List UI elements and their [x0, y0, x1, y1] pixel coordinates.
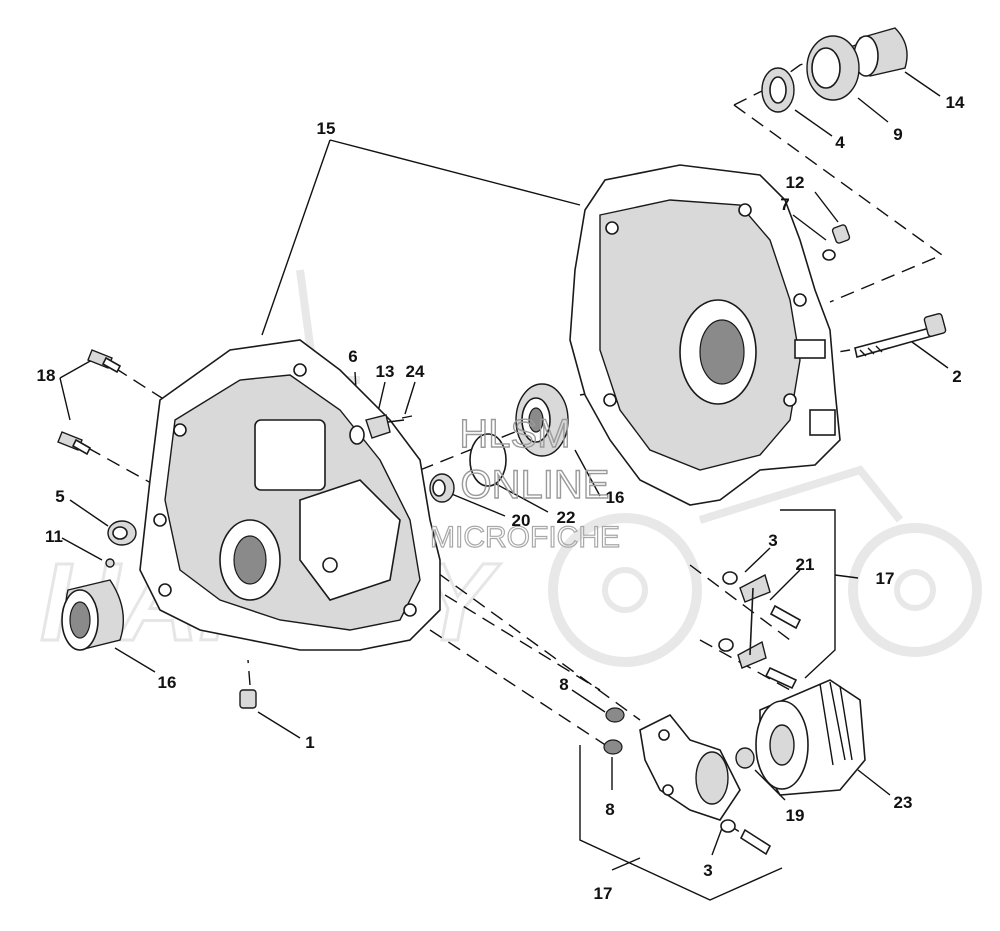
- callout-20: 20: [512, 511, 531, 530]
- callout-7: 7: [780, 195, 789, 214]
- callout-16-main-bearing: 16: [606, 488, 625, 507]
- callout-8-top: 8: [559, 675, 568, 694]
- callout-18: 18: [37, 366, 56, 385]
- part-16-roller-bearing: [61, 579, 125, 651]
- callout-17-top: 17: [876, 569, 895, 588]
- callout-19: 19: [786, 806, 805, 825]
- callout-8-bottom: 8: [605, 800, 614, 819]
- callout-3-top: 3: [768, 531, 777, 550]
- part-9-seal: [806, 35, 860, 101]
- part-2-bolt: [854, 312, 947, 358]
- part-20-spacer: [429, 473, 455, 503]
- part-5-seal: [107, 520, 137, 546]
- callout-1: 1: [305, 733, 314, 752]
- watermark-line2: ONLINE: [461, 463, 610, 507]
- part-14-bushing: [853, 27, 908, 77]
- callout-4: 4: [835, 133, 845, 152]
- callout-9: 9: [893, 125, 902, 144]
- hlsm-watermark: HLSM ONLINE MICROFICHE: [429, 411, 620, 554]
- callout-23: 23: [894, 793, 913, 812]
- watermark-line3: MICROFICHE: [430, 521, 620, 554]
- part-1-plug: [239, 689, 257, 709]
- callout-12: 12: [786, 173, 805, 192]
- part-12-dowel: [831, 224, 851, 244]
- callout-16-roller-bearing: 16: [158, 673, 177, 692]
- part-4-washer: [761, 67, 795, 113]
- part-19-nipple: [735, 747, 755, 769]
- part-21-brackets: [737, 573, 802, 690]
- part-18-studs: [57, 349, 122, 456]
- part-16-main-bearing: [515, 383, 569, 457]
- part-8-orings: [603, 707, 625, 755]
- callout-5: 5: [55, 487, 64, 506]
- callout-11: 11: [45, 527, 63, 546]
- callout-14: 14: [946, 93, 965, 112]
- part-15-left-crankcase: [139, 339, 441, 651]
- callout-2: 2: [952, 367, 961, 386]
- part-3-washers: [718, 571, 772, 856]
- callout-24: 24: [406, 362, 425, 381]
- watermark-line1: HLSM: [459, 412, 570, 456]
- part-24-pin: [401, 415, 413, 419]
- part-22-retaining-ring: [469, 433, 507, 487]
- part-6-oring: [349, 425, 365, 445]
- callout-3-bottom: 3: [703, 861, 712, 880]
- callout-6: 6: [348, 347, 357, 366]
- part-11-pin: [105, 558, 115, 568]
- callout-17-bottom: 17: [594, 884, 613, 903]
- callout-22: 22: [557, 508, 576, 527]
- callout-labels: 14 4 9 15 12 7 2 18 6 13 24 16 20 22 5 1…: [37, 93, 965, 903]
- callout-13: 13: [376, 362, 395, 381]
- part-adapter-housing: [639, 713, 741, 821]
- callout-15: 15: [317, 119, 336, 138]
- part-13-fitting: [365, 414, 405, 439]
- part-23-oil-filter: [755, 679, 866, 796]
- part-7-oring: [822, 249, 836, 261]
- part-15-right-crankcase: [569, 164, 841, 506]
- callout-21: 21: [796, 555, 815, 574]
